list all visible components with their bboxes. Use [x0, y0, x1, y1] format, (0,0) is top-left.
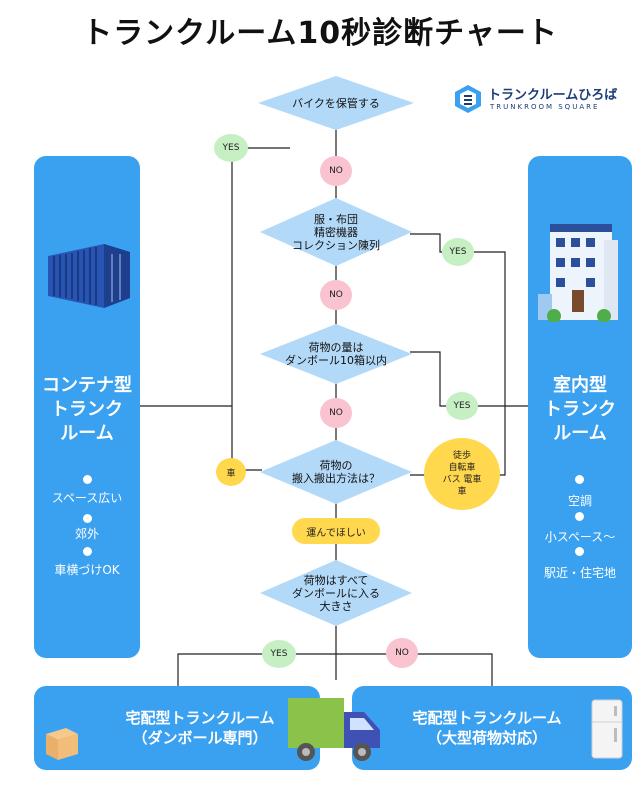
- building-icon: [538, 224, 618, 322]
- question-transport: 荷物の 搬入搬出方法は？: [258, 438, 414, 506]
- bullet-dot: [575, 512, 584, 521]
- logo-icon: [455, 85, 481, 113]
- logo-name: トランクルームひろば: [488, 88, 618, 103]
- question-volume: 荷物の量は ダンボール10箱以内: [258, 322, 414, 386]
- feature-item: 郊外: [74, 527, 99, 541]
- result-label: 宅配型トランクルーム （大型荷物対応）: [412, 709, 562, 747]
- refrigerator-icon: [591, 699, 623, 759]
- feature-item: 車横づけOK: [54, 563, 120, 577]
- feature-item: スペース広い: [51, 491, 123, 505]
- result-delivery-box: 宅配型トランクルーム （ダンボール専門）: [34, 686, 320, 770]
- feature-item: 駅近・住宅地: [543, 566, 616, 580]
- logo-subtitle: TRUNKROOM SQUARE: [490, 103, 600, 111]
- container-icon: [48, 244, 130, 308]
- answer-yes: YES: [262, 640, 296, 668]
- question-clothing: 服・布団 精密機器 コレクション陳列: [258, 196, 414, 268]
- answer-deliver: 運んでほしい: [292, 518, 380, 544]
- panel-title: コンテナ型 トランク ルーム: [42, 375, 132, 444]
- diamond-shape: [260, 440, 412, 504]
- answer-no: NO: [320, 156, 352, 186]
- answer-yes: YES: [442, 238, 474, 266]
- answer-walk-transit: 徒歩 自転車 バス 電車 車: [424, 438, 500, 510]
- question-motorcycle: バイクを保管する: [256, 74, 416, 132]
- answer-no: NO: [320, 280, 352, 310]
- cardboard-box-icon: [46, 728, 78, 760]
- truck-icon: [288, 698, 380, 761]
- diamond-shape: [258, 76, 414, 130]
- question-text: 服・布団 精密機器 コレクション陳列: [292, 212, 380, 252]
- diamond-shape: [260, 560, 412, 626]
- bullet-dot: [575, 475, 584, 484]
- question-text: バイクを保管する: [292, 96, 380, 110]
- panel-title: 室内型 トランク ルーム: [544, 375, 616, 444]
- result-indoor-type: 室内型 トランク ルーム 空調 小スペース～ 駅近・住宅地: [528, 156, 632, 658]
- bullet-dot: [83, 547, 92, 556]
- result-label: 宅配型トランクルーム （ダンボール専門）: [125, 709, 275, 747]
- diamond-shape: [260, 198, 412, 266]
- answer-no: NO: [386, 638, 418, 668]
- question-text: 荷物はすべて ダンボールに入る 大きさ: [292, 573, 380, 613]
- answer-yes: YES: [214, 134, 248, 162]
- question-box-size: 荷物はすべて ダンボールに入る 大きさ: [258, 558, 414, 628]
- result-delivery-large: 宅配型トランクルーム （大型荷物対応）: [352, 686, 632, 770]
- answer-yes: YES: [446, 392, 478, 420]
- bullet-dot: [575, 547, 584, 556]
- feature-item: 小スペース～: [544, 530, 616, 544]
- bullet-dot: [83, 475, 92, 484]
- feature-item: 空調: [567, 494, 592, 508]
- answer-car: 車: [216, 458, 246, 486]
- question-text: 荷物の 搬入搬出方法は？: [292, 459, 380, 485]
- bullet-dot: [83, 514, 92, 523]
- chart-title: トランクルーム10秒診断チャート: [82, 16, 558, 51]
- result-container-type: コンテナ型 トランク ルーム スペース広い 郊外 車横づけOK: [34, 156, 140, 658]
- question-text: 荷物の量は ダンボール10箱以内: [285, 341, 387, 367]
- diamond-shape: [260, 324, 412, 384]
- logo: トランクルームひろば TRUNKROOM SQUARE: [454, 82, 634, 116]
- answer-no: NO: [320, 398, 352, 428]
